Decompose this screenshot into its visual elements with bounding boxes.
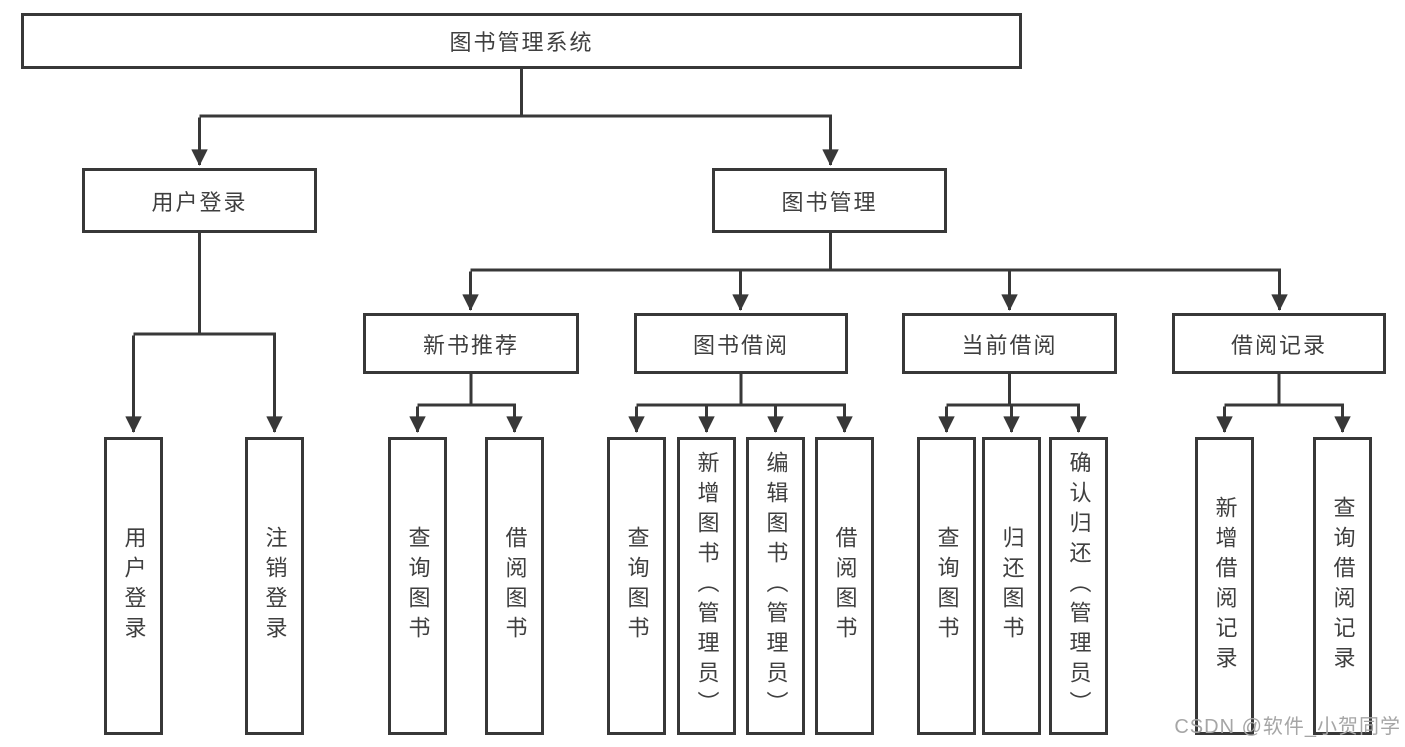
node-library-management-system: 图书管理系统 — [21, 13, 1022, 69]
node-label: 用户登录 — [121, 526, 147, 646]
node-leaf-query-books-2: 查询图书 — [607, 437, 666, 735]
node-label: 归还图书 — [999, 526, 1025, 646]
node-label: 借阅图书 — [502, 526, 528, 646]
node-book-borrow: 图书借阅 — [634, 313, 848, 374]
node-current-borrow: 当前借阅 — [902, 313, 1117, 374]
node-label: 查询图书 — [405, 526, 431, 646]
node-leaf-edit-books-admin: 编辑图书（管理员） — [746, 437, 805, 735]
node-label: 查询借阅记录 — [1330, 496, 1356, 676]
node-label: 编辑图书（管理员） — [763, 451, 789, 721]
node-leaf-query-books-1: 查询图书 — [388, 437, 447, 735]
node-label: 注销登录 — [262, 526, 288, 646]
node-leaf-query-borrow-record: 查询借阅记录 — [1313, 437, 1372, 735]
node-leaf-query-books-3: 查询图书 — [917, 437, 976, 735]
node-leaf-logout: 注销登录 — [245, 437, 304, 735]
node-new-book-recommend: 新书推荐 — [363, 313, 579, 374]
node-leaf-add-borrow-record: 新增借阅记录 — [1195, 437, 1254, 735]
node-label: 新增借阅记录 — [1212, 496, 1238, 676]
node-leaf-confirm-return-admin: 确认归还（管理员） — [1049, 437, 1108, 735]
node-book-management-branch: 图书管理 — [712, 168, 947, 233]
node-leaf-borrow-books-1: 借阅图书 — [485, 437, 544, 735]
csdn-watermark: CSDN @软件_小贺同学 — [1174, 716, 1401, 738]
node-label: 确认归还（管理员） — [1066, 451, 1092, 721]
node-borrow-records: 借阅记录 — [1172, 313, 1386, 374]
node-user-login-branch: 用户登录 — [82, 168, 317, 233]
node-label: 借阅图书 — [832, 526, 858, 646]
node-label: 查询图书 — [624, 526, 650, 646]
node-leaf-user-login: 用户登录 — [104, 437, 163, 735]
node-label: 新增图书（管理员） — [694, 451, 720, 721]
node-leaf-borrow-books-2: 借阅图书 — [815, 437, 874, 735]
node-label: 查询图书 — [934, 526, 960, 646]
node-leaf-return-books: 归还图书 — [982, 437, 1041, 735]
node-leaf-add-books-admin: 新增图书（管理员） — [677, 437, 736, 735]
